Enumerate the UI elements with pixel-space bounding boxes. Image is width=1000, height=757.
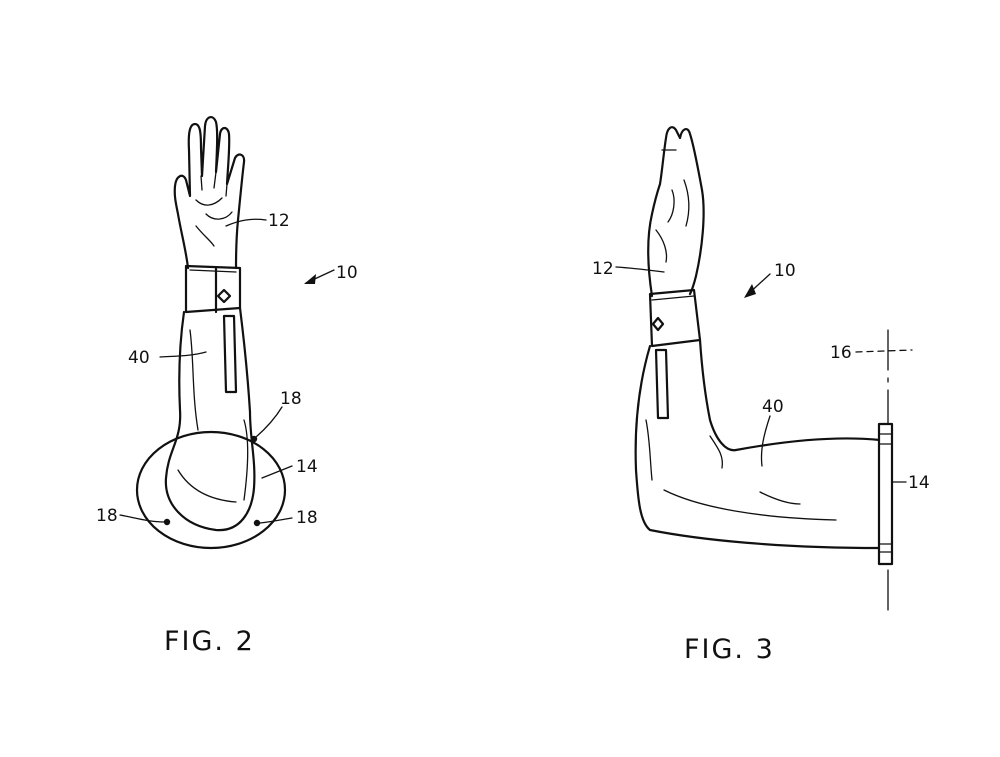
fig3-leader-sleeve bbox=[760, 415, 771, 467]
fig2-cuff bbox=[184, 264, 242, 314]
fig2-leader-hand bbox=[225, 218, 267, 227]
fig2-label-assembly: 10 bbox=[336, 263, 358, 283]
fig3-mounting-plate bbox=[877, 422, 894, 566]
fig2-label-hand: 12 bbox=[268, 211, 290, 231]
fig2-pin-left bbox=[163, 518, 171, 526]
fig2-caption: FIG. 2 bbox=[164, 626, 255, 657]
fig2-label-pin-left: 18 bbox=[96, 506, 118, 526]
fig3-label-wall: 16 bbox=[830, 343, 852, 363]
fig2-label-pin-top: 18 bbox=[280, 389, 302, 409]
fig2-leader-pin-left bbox=[119, 514, 165, 523]
fig3-label-hand: 12 bbox=[592, 259, 614, 279]
fig3-sleeve bbox=[634, 338, 882, 550]
fig2-hand bbox=[173, 116, 246, 270]
fig3-leader-hand bbox=[615, 266, 665, 273]
fig3-leader-wall bbox=[855, 349, 913, 353]
fig2-sleeve bbox=[164, 306, 256, 532]
fig2-leader-pin-top bbox=[255, 406, 283, 438]
figure-3: 12 10 16 40 14 FIG. 3 bbox=[592, 126, 930, 665]
fig2-leader-base bbox=[261, 465, 293, 479]
figure-2: 12 10 40 18 14 18 18 FIG. 2 bbox=[96, 116, 358, 657]
fig2-label-base: 14 bbox=[296, 457, 318, 477]
fig2-leader-assembly-arrow bbox=[304, 274, 316, 284]
fig2-leader-pin-right bbox=[259, 517, 293, 524]
fig3-hand bbox=[647, 126, 705, 298]
fig2-label-sleeve: 40 bbox=[128, 348, 150, 368]
fig3-cuff bbox=[648, 288, 702, 348]
fig3-label-base: 14 bbox=[908, 473, 930, 493]
fig2-mounting-base bbox=[135, 430, 287, 550]
fig2-leader-sleeve bbox=[159, 351, 207, 358]
fig2-label-pin-right: 18 bbox=[296, 508, 318, 528]
fig3-label-assembly: 10 bbox=[774, 261, 796, 281]
fig3-label-sleeve: 40 bbox=[762, 397, 784, 417]
fig3-caption: FIG. 3 bbox=[684, 634, 775, 665]
fig2-pin-right bbox=[253, 519, 261, 527]
fig3-leader-assembly-arrow bbox=[744, 284, 756, 298]
